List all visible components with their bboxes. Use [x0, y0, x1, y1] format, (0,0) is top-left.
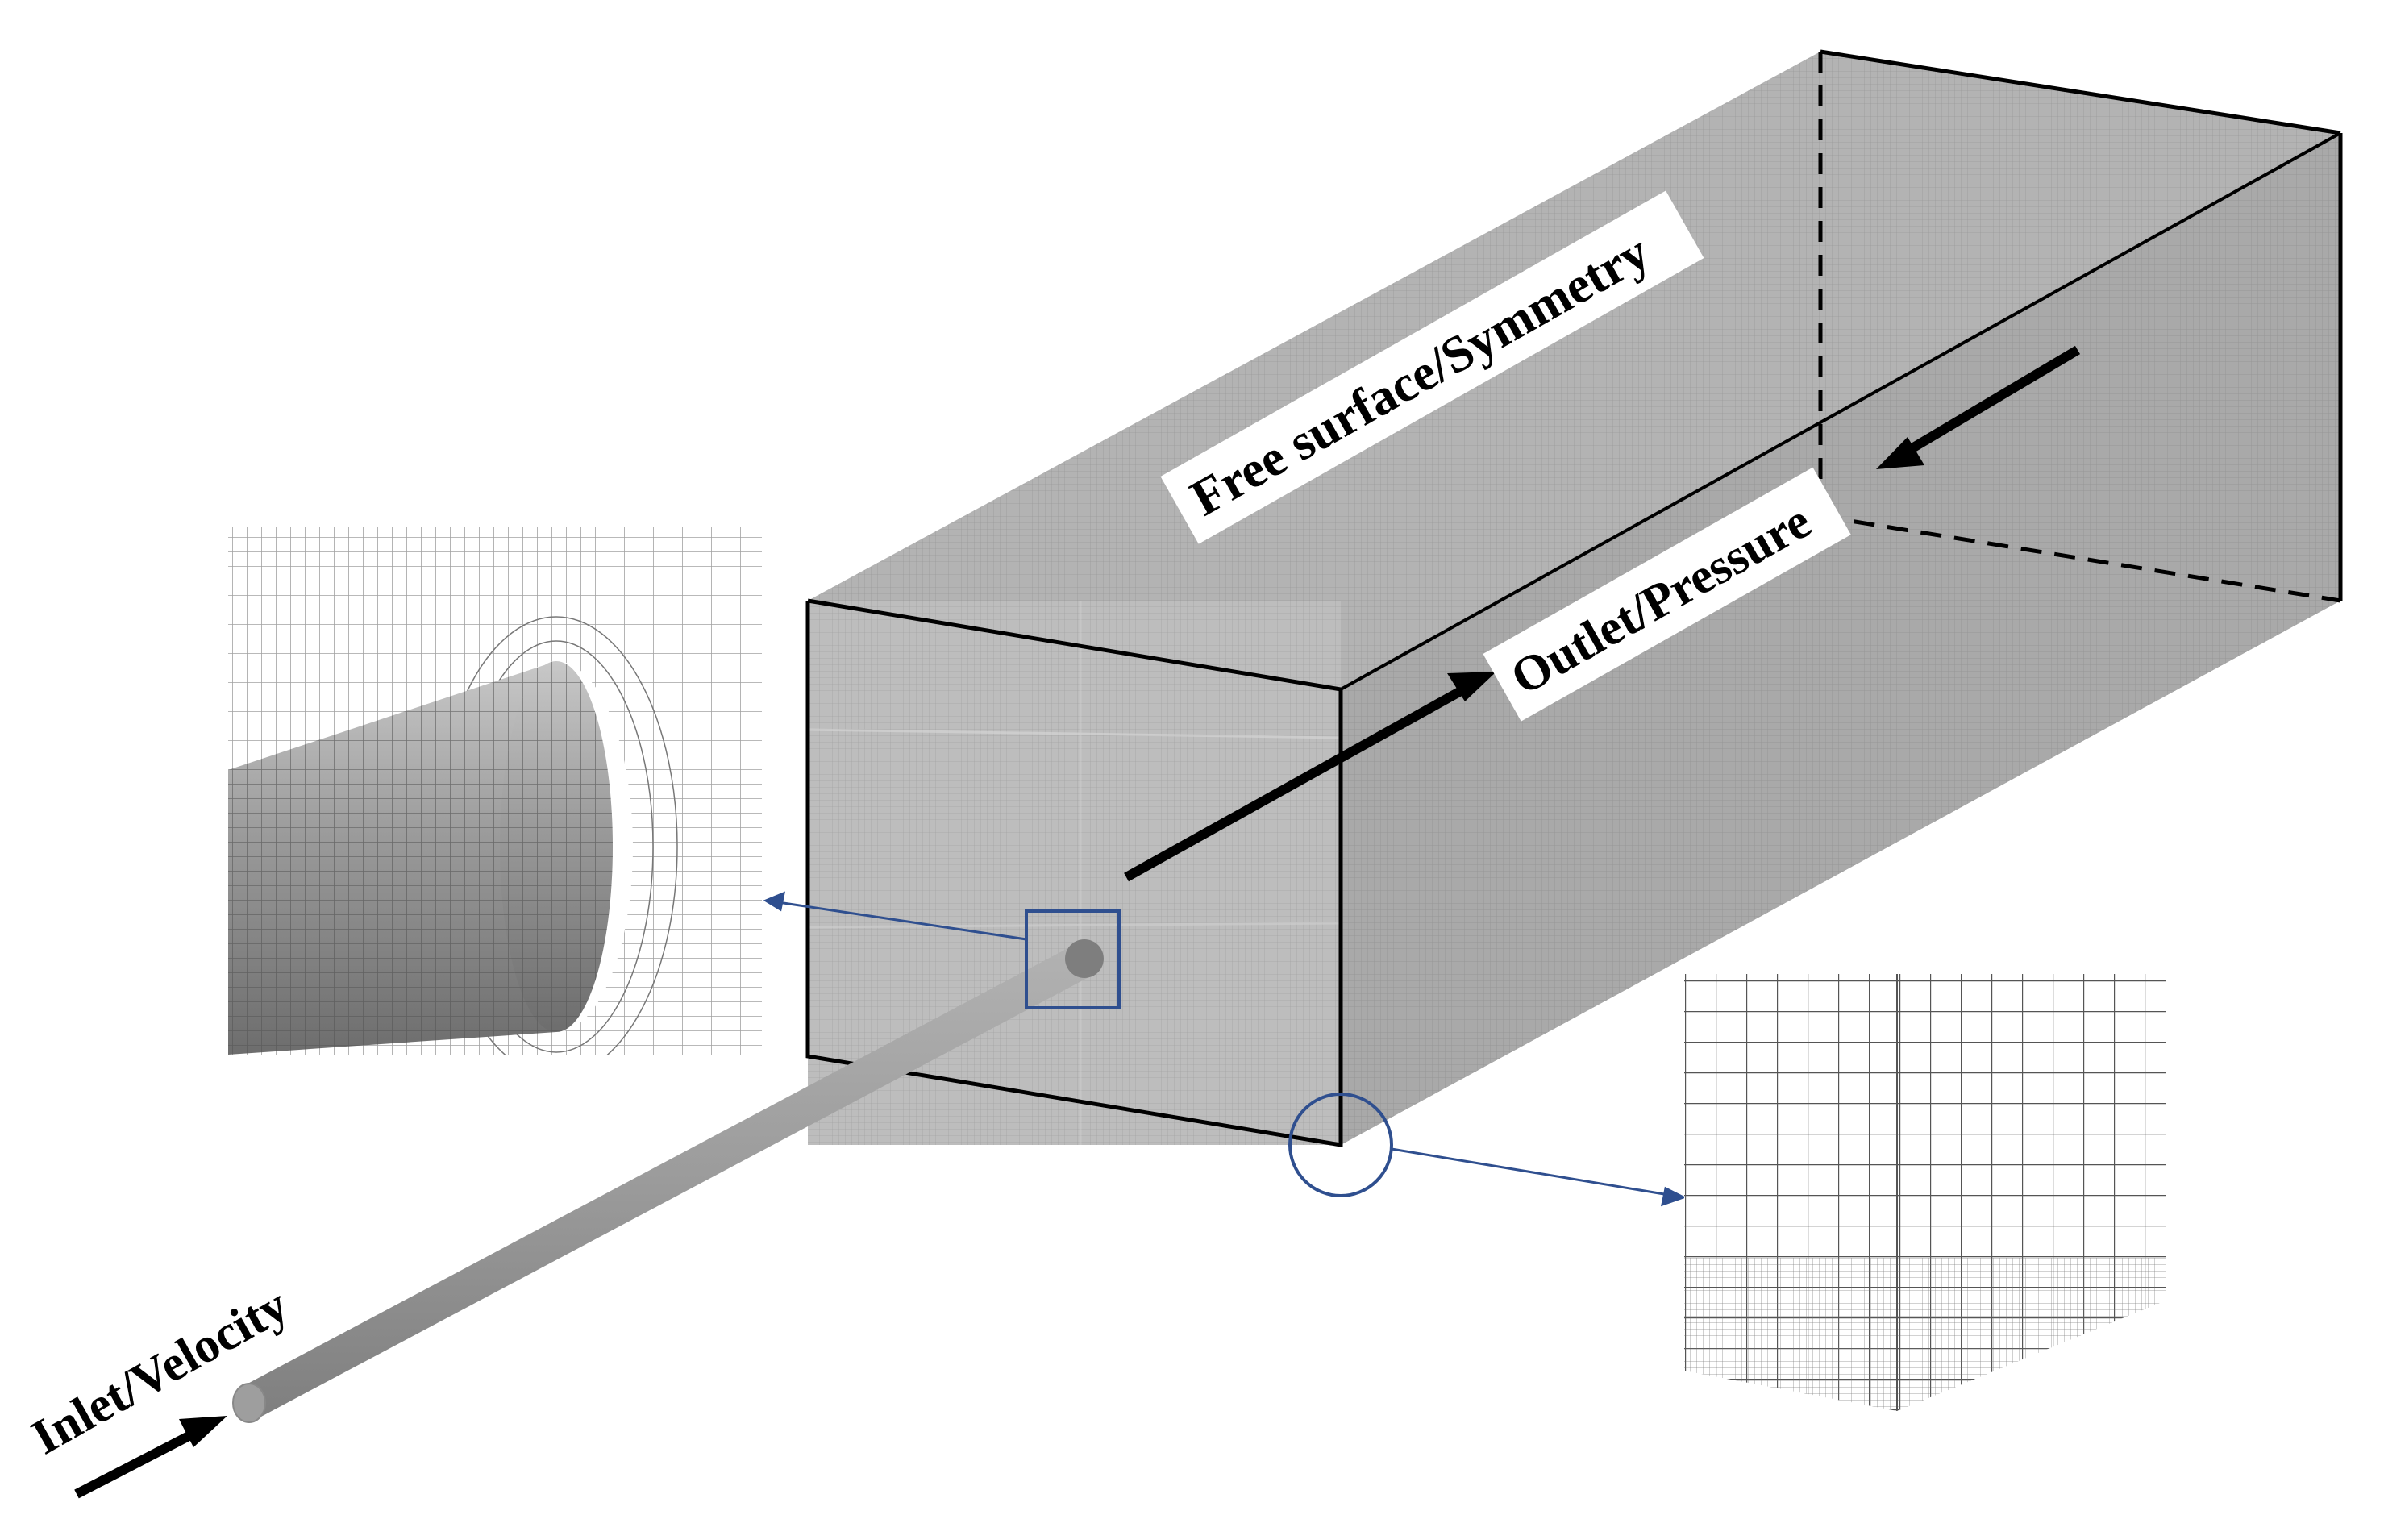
pipe-inlet-end [232, 1383, 266, 1423]
zoom-circle-corner [1288, 1093, 1393, 1197]
inset-pipe-mesh [228, 527, 762, 1055]
hidden-edges [1818, 52, 2341, 603]
inlet-pipe [232, 939, 1104, 1423]
arrows [74, 345, 2081, 1499]
box-edges [805, 598, 1343, 1147]
flow-direction-arrow [1124, 686, 1463, 882]
inlet-arrow [74, 1429, 196, 1499]
label-inlet: Inlet/Velocity [23, 1277, 297, 1465]
callout-connectors [763, 891, 1687, 1207]
inlet-text: Inlet/Velocity [23, 1277, 297, 1465]
outlet-arrow [1908, 345, 2081, 454]
inset-corner-mesh [1684, 974, 2166, 1411]
zoom-box-pipe-junction [1025, 909, 1121, 1009]
